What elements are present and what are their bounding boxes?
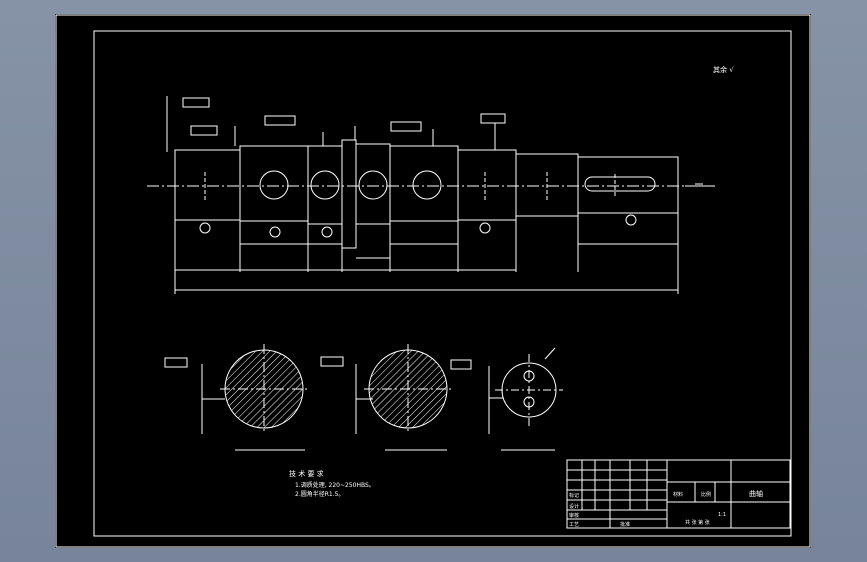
roughness-note: 其余 √ <box>713 65 734 74</box>
section-view-a <box>164 344 310 451</box>
title-block <box>566 459 791 529</box>
title-scale-label: 比例 <box>701 491 711 498</box>
title-approve-label: 批准 <box>620 521 630 528</box>
title-design-label: 设计 <box>569 503 579 510</box>
tech-req-title: 技 术 要 求 <box>289 469 324 478</box>
title-part-name: 曲轴 <box>749 489 763 498</box>
title-drawn-label: 标记 <box>569 492 579 499</box>
section-view-c <box>450 347 563 451</box>
drawing-canvas: 其余 √ <box>55 14 811 548</box>
title-process-label: 工艺 <box>569 522 579 528</box>
title-check-label: 审核 <box>569 512 579 519</box>
crankshaft-main-view <box>147 96 715 294</box>
drawing-sheet[interactable]: 其余 √ <box>55 14 811 548</box>
title-scale-value: 1:1 <box>718 512 726 518</box>
title-sheet-count: 共 张 第 张 <box>685 519 710 526</box>
tech-req-line2: 2.圆角半径R1.5。 <box>295 490 344 498</box>
outer-frame <box>55 14 811 548</box>
title-material-label: 材料 <box>673 491 683 498</box>
tech-req-line1: 1.调质处理, 220~250HBS。 <box>295 481 375 489</box>
inner-frame <box>93 30 792 537</box>
section-view-b <box>320 344 454 451</box>
